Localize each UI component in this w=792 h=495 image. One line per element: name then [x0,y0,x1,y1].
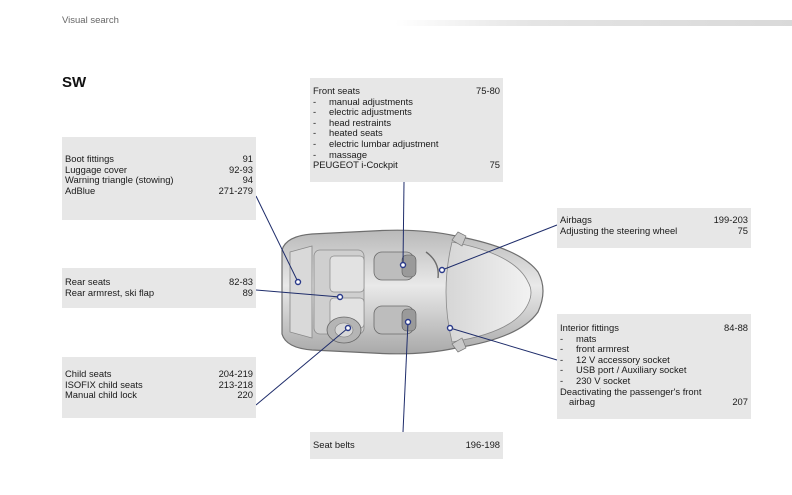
front-seat-left [373,251,417,281]
interior-subitem[interactable]: -mats [560,332,597,344]
front-seats-subitem[interactable]: -massage [313,148,368,160]
mirror-left [451,231,467,247]
interior-subitem[interactable]: -USB port / Auxiliary socket [560,364,687,376]
warning-triangle-entry[interactable]: Warning triangle (stowing)94 [65,174,253,186]
header-decor-bar [395,20,792,26]
interior-subitem[interactable]: -230 V socket [560,374,631,386]
interior-subitem[interactable]: -front armrest [560,343,630,355]
steering-wheel [425,251,439,279]
front-seats-subitem[interactable]: -manual adjustments [313,95,413,107]
interior-subitem[interactable]: -12 V accessory socket [560,353,670,365]
mirror-right [451,337,467,353]
front-seats-subitem[interactable]: -electric lumbar adjustment [313,137,439,149]
child-seat [326,316,362,344]
page-title: SW [62,74,87,91]
front-seats-subitem[interactable]: -heated seats [313,127,383,139]
header-section-label: Visual search [62,15,119,26]
front-seats-subitem[interactable]: -head restraints [313,116,392,128]
car-body [281,229,544,355]
passenger-airbag-entry-line1[interactable]: Deactivating the passenger's front [560,385,702,397]
front-seats-subitem[interactable]: -electric adjustments [313,106,412,118]
